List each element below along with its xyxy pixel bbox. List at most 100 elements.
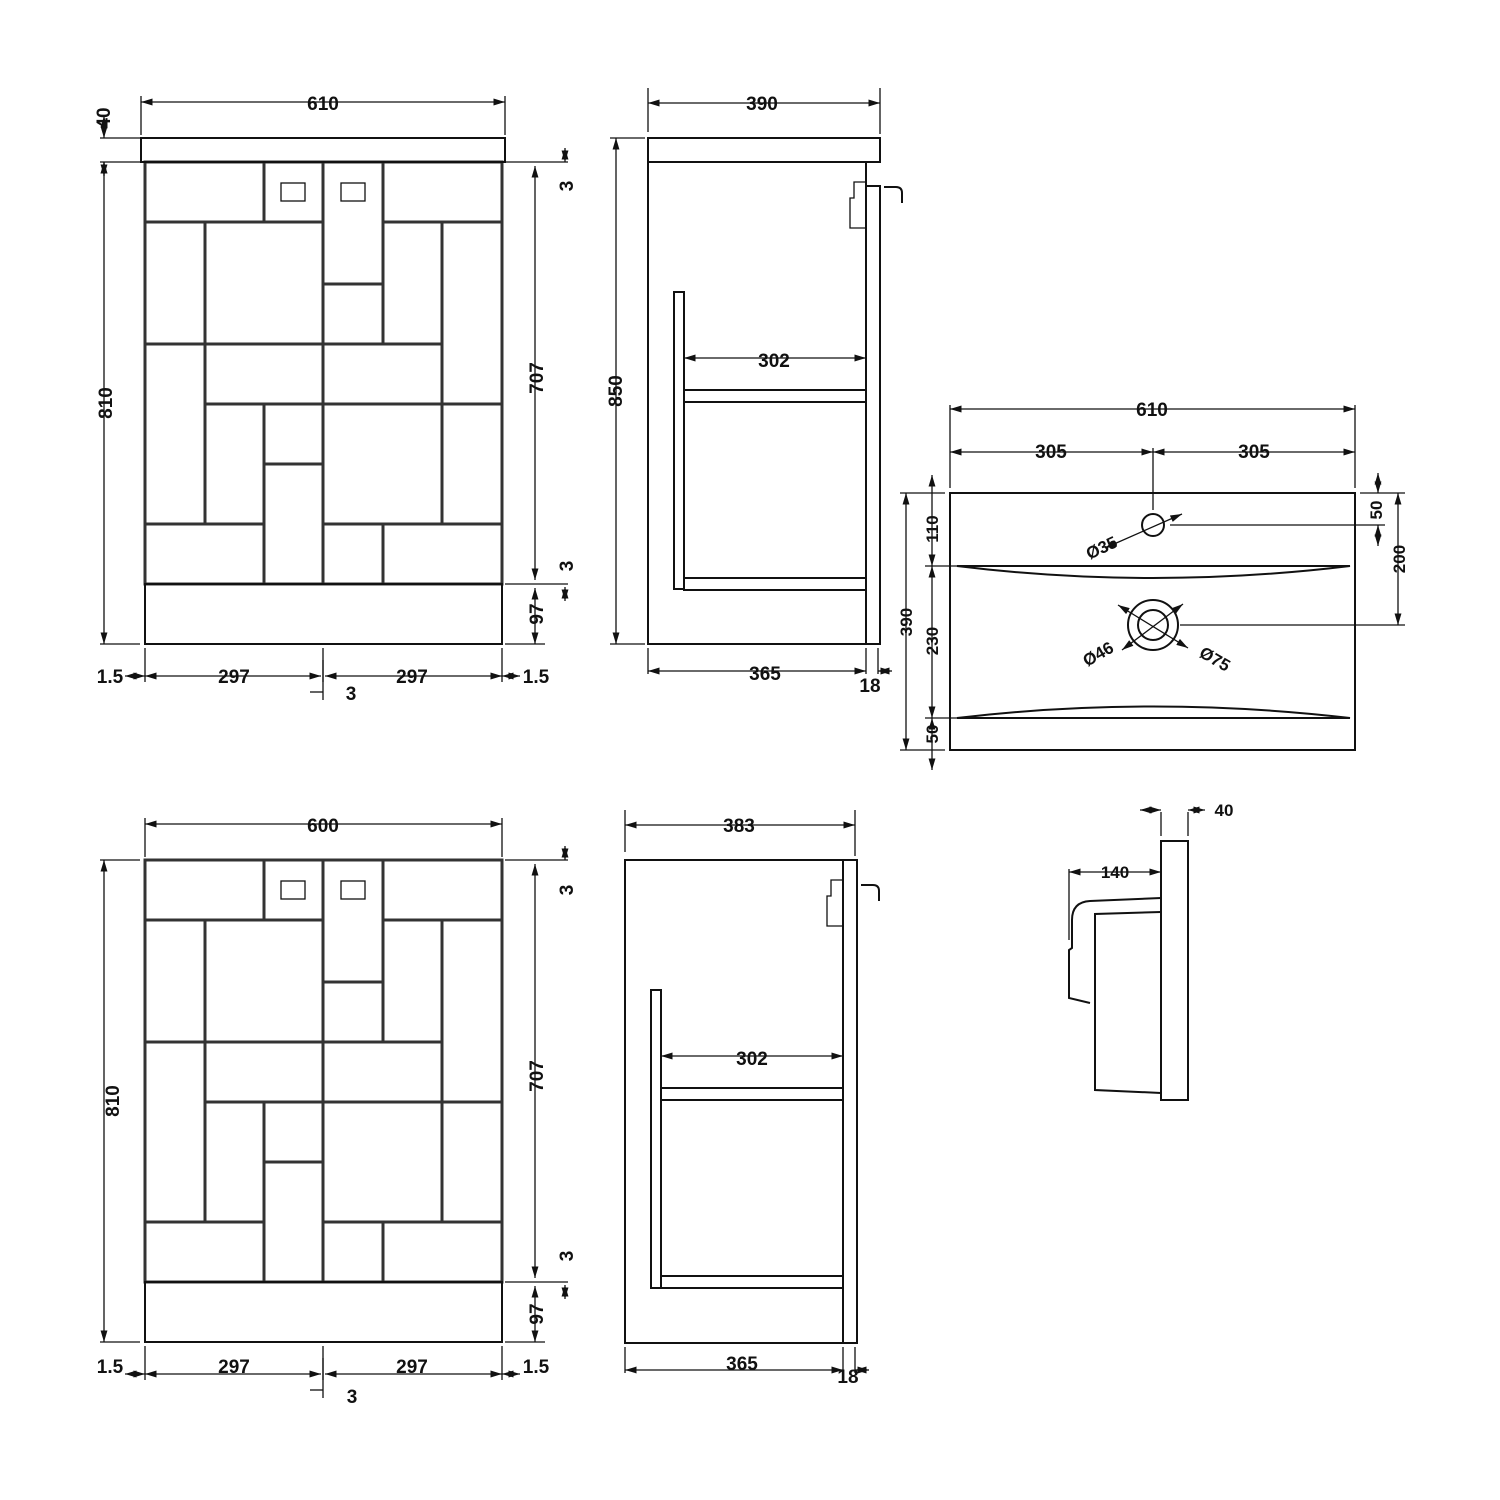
door-tile (321, 1040, 444, 1104)
dim-side-gap-right: 1.5 (523, 667, 550, 688)
door-tile (203, 220, 325, 346)
shelf (660, 1087, 844, 1101)
dim-carcass-depth: 365 (749, 664, 781, 685)
plinth (144, 583, 503, 645)
dim-plan-tap-back: 50 (1367, 501, 1386, 520)
handle-cutout (280, 880, 306, 900)
dim-plan-front-rim: 50 (923, 725, 942, 744)
door-tile (203, 1100, 266, 1224)
door-tile (321, 980, 385, 1044)
dim-unit-shelf-depth: 302 (736, 1049, 768, 1070)
door-tile (440, 220, 504, 406)
dim-total-height: 850 (606, 375, 627, 407)
waste-inner (1137, 609, 1169, 641)
door-tile (143, 342, 207, 526)
rim-back (1160, 840, 1189, 1101)
door-tile (321, 342, 444, 406)
bowl-back-edge (956, 565, 1351, 579)
dim-basin-width: 610 (307, 94, 339, 115)
dim-counter-thickness: 40 (94, 107, 115, 128)
side-view-top: 390 850 302 365 18 (606, 94, 881, 697)
dim-plan-bowl-depth: 230 (923, 627, 942, 655)
dim-plan-tap-offset: 110 (923, 515, 942, 542)
dim-waste-outer: Ø75 (1196, 643, 1233, 676)
door-tile (143, 522, 266, 586)
dim-unit-door-thickness: 18 (837, 1367, 858, 1388)
dim-unit-gap-top: 3 (557, 885, 578, 896)
dim-unit-door-left: 297 (218, 1357, 250, 1378)
door-tile (381, 522, 504, 586)
shelf (683, 389, 867, 403)
door-tile (321, 160, 385, 286)
door-tile (262, 858, 325, 922)
dim-rim-thickness: 40 (1215, 801, 1234, 820)
back-panel (673, 291, 685, 590)
dim-door-thickness: 18 (859, 676, 880, 697)
tap-hole (1141, 513, 1165, 537)
dim-gap-bottom: 3 (557, 561, 578, 572)
door-tile (321, 522, 385, 586)
door-tile (143, 1040, 207, 1224)
dim-door-left: 297 (218, 667, 250, 688)
door-tile (381, 918, 444, 1044)
dim-unit-center-gap: 3 (347, 1387, 358, 1408)
dim-unit-door-height: 707 (527, 1060, 548, 1092)
door-tile (381, 220, 444, 346)
dim-unit-door-right: 297 (396, 1357, 428, 1378)
bowl-front-edge (956, 705, 1351, 719)
door-tile (143, 160, 266, 224)
dim-unit-carcass-depth: 365 (726, 1354, 758, 1375)
base-shelf (683, 577, 867, 591)
handle-cutout (340, 880, 366, 900)
handle (884, 186, 903, 203)
back-panel (650, 989, 662, 1289)
dim-unit-height: 810 (103, 1085, 124, 1117)
door-tile (321, 858, 385, 984)
door-tile (381, 858, 504, 922)
door-tile (143, 918, 207, 1044)
dim-waste-inner: Ø46 (1080, 638, 1117, 671)
door-tile (203, 402, 266, 526)
door-tile (321, 1100, 444, 1224)
door-tile (262, 462, 325, 586)
dim-tap-hole-line (1104, 513, 1183, 549)
dim-plan-half-right: 305 (1238, 442, 1270, 463)
basin-body (1094, 911, 1162, 1094)
door-tile (321, 1220, 385, 1284)
dim-plinth: 97 (527, 603, 548, 624)
dim-tap-hole: Ø35 (1083, 533, 1120, 564)
hinge (826, 879, 843, 927)
dim-plan-depth: 390 (897, 608, 916, 636)
door-tile (440, 1100, 504, 1224)
door-tile (143, 858, 266, 922)
dim-height: 810 (96, 387, 117, 419)
dim-unit-depth: 383 (723, 816, 755, 837)
drawing-geometry (100, 88, 1405, 1398)
handle-cutout (340, 182, 366, 202)
handle-cutout (280, 182, 306, 202)
side-view-bottom: 383 302 365 18 (723, 816, 858, 1388)
door-tile (143, 220, 207, 346)
door-tile (203, 918, 325, 1044)
dim-plan-half-left: 305 (1035, 442, 1067, 463)
door-tile (143, 1220, 266, 1284)
dim-waste-inner-line (1121, 603, 1184, 651)
dim-side-gap-left: 1.5 (97, 667, 124, 688)
handle (861, 884, 880, 901)
dim-door-right: 297 (396, 667, 428, 688)
dim-center-gap: 3 (346, 684, 357, 705)
door-tile (262, 1100, 325, 1164)
door-tile (262, 1160, 325, 1284)
dim-plan-width: 610 (1136, 400, 1168, 421)
hinge (849, 181, 866, 229)
door-edge (842, 859, 858, 1344)
dim-unit-gap-bottom: 3 (557, 1251, 578, 1262)
dim-door-height: 707 (527, 362, 548, 394)
door-tile (262, 160, 325, 224)
dim-unit-plinth: 97 (527, 1303, 548, 1324)
door-tile (321, 402, 444, 526)
door-tile (203, 1040, 325, 1104)
basin-lip (1068, 897, 1162, 1004)
door-tile (440, 402, 504, 526)
